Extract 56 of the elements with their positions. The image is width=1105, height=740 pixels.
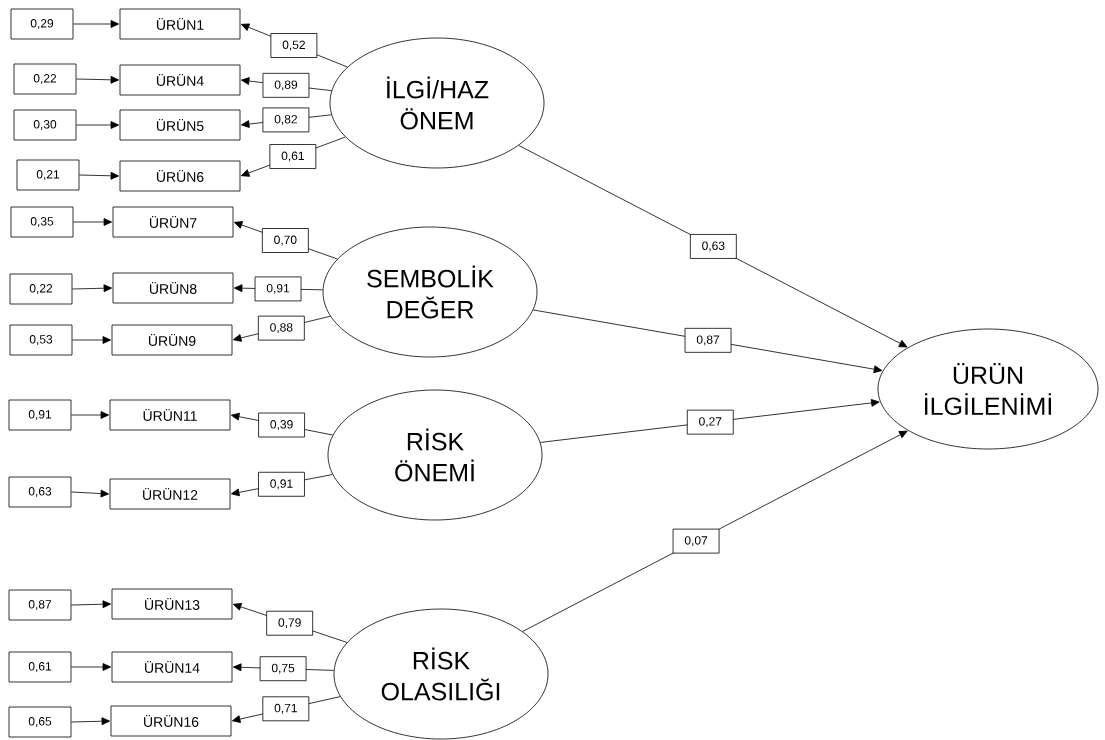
- error-box: 0,91: [8, 399, 72, 431]
- error-box: 0,35: [10, 206, 74, 238]
- edge-label: 0,07: [672, 528, 720, 554]
- error-box: 0,61: [8, 651, 72, 683]
- arrow: [71, 489, 110, 498]
- edge-label: 0,27: [686, 409, 734, 435]
- arrow: [79, 171, 120, 180]
- indicator-box: ÜRÜN14: [111, 651, 233, 683]
- indicator-box: ÜRÜN16: [110, 705, 232, 737]
- arrow: [72, 336, 112, 344]
- indicator-box: ÜRÜN13: [111, 588, 233, 620]
- edge-label: 0,63: [689, 234, 737, 259]
- indicator-box: ÜRÜN7: [112, 206, 234, 238]
- arrow: [540, 399, 880, 443]
- edge-label: 0,79: [266, 610, 314, 636]
- arrow: [73, 20, 120, 28]
- edge-label: 0,87: [684, 327, 732, 353]
- error-box: 0,21: [16, 159, 80, 191]
- error-box: 0,53: [9, 324, 73, 356]
- indicator-box: ÜRÜN8: [112, 272, 234, 304]
- error-box: 0,63: [8, 476, 72, 508]
- indicator-box: ÜRÜN12: [109, 478, 231, 510]
- arrow: [71, 663, 112, 671]
- edge-label: 0,61: [269, 144, 317, 169]
- indicator-box: ÜRÜN9: [111, 324, 233, 356]
- indicator-box: ÜRÜN11: [109, 399, 231, 431]
- error-box: 0,65: [8, 706, 72, 738]
- edge-label: 0,39: [258, 412, 305, 438]
- indicator-box: ÜRÜN6: [119, 160, 241, 192]
- indicator-box: ÜRÜN1: [119, 8, 241, 40]
- edge-label: 0,52: [270, 33, 318, 58]
- error-box: 0,22: [13, 63, 77, 95]
- indicator-box: ÜRÜN5: [119, 109, 241, 141]
- arrow: [71, 411, 110, 419]
- arrow: [518, 145, 908, 348]
- edge-label: 0,91: [258, 471, 305, 497]
- edge-label: 0,82: [262, 107, 310, 133]
- edge-label: 0,71: [262, 696, 310, 722]
- arrow: [522, 430, 908, 632]
- arrow: [532, 309, 883, 374]
- arrow: [76, 75, 120, 84]
- arrow: [71, 600, 112, 609]
- error-box: 0,87: [8, 589, 72, 621]
- edge-label: 0,89: [262, 72, 310, 98]
- edge-label: 0,88: [257, 315, 305, 341]
- error-box: 0,22: [9, 273, 73, 305]
- arrow: [72, 284, 113, 293]
- arrow: [76, 121, 120, 129]
- edge-label: 0,70: [261, 228, 309, 253]
- edge-label: 0,75: [259, 656, 307, 682]
- error-box: 0,30: [13, 109, 77, 141]
- indicator-box: ÜRÜN4: [119, 64, 241, 96]
- error-box: 0,29: [10, 8, 74, 40]
- arrow: [73, 218, 113, 226]
- edge-label: 0,91: [254, 276, 302, 302]
- arrow: [71, 717, 111, 726]
